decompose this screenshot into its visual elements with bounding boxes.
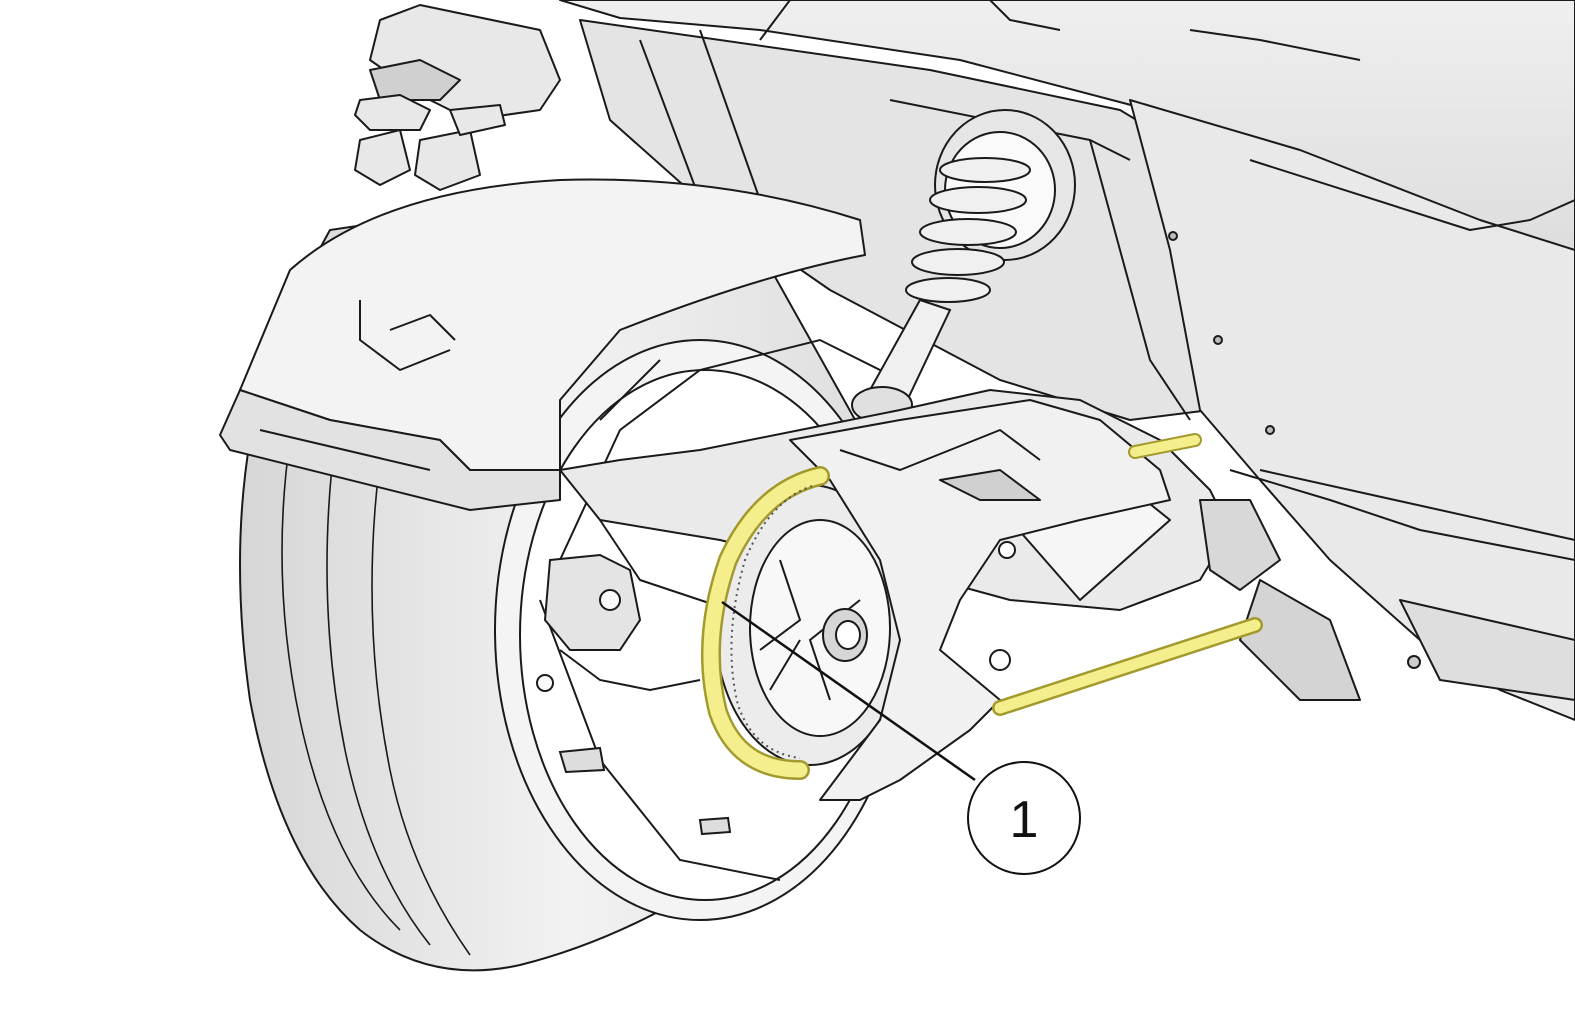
callout-1: 1 [721,600,1081,875]
callout-1-label: 1 [1010,791,1039,849]
brake-caliper [536,553,701,692]
body-panels [559,0,1575,721]
rear-fender [219,178,866,511]
callout-1-leader [721,600,976,782]
license-plate-bracket [354,4,561,191]
drive-belt [700,433,1263,780]
belt-guard [789,399,1171,801]
rear-shock-absorber [851,109,1076,424]
callout-1-bubble [967,761,1081,875]
rear-sprocket [714,484,906,766]
